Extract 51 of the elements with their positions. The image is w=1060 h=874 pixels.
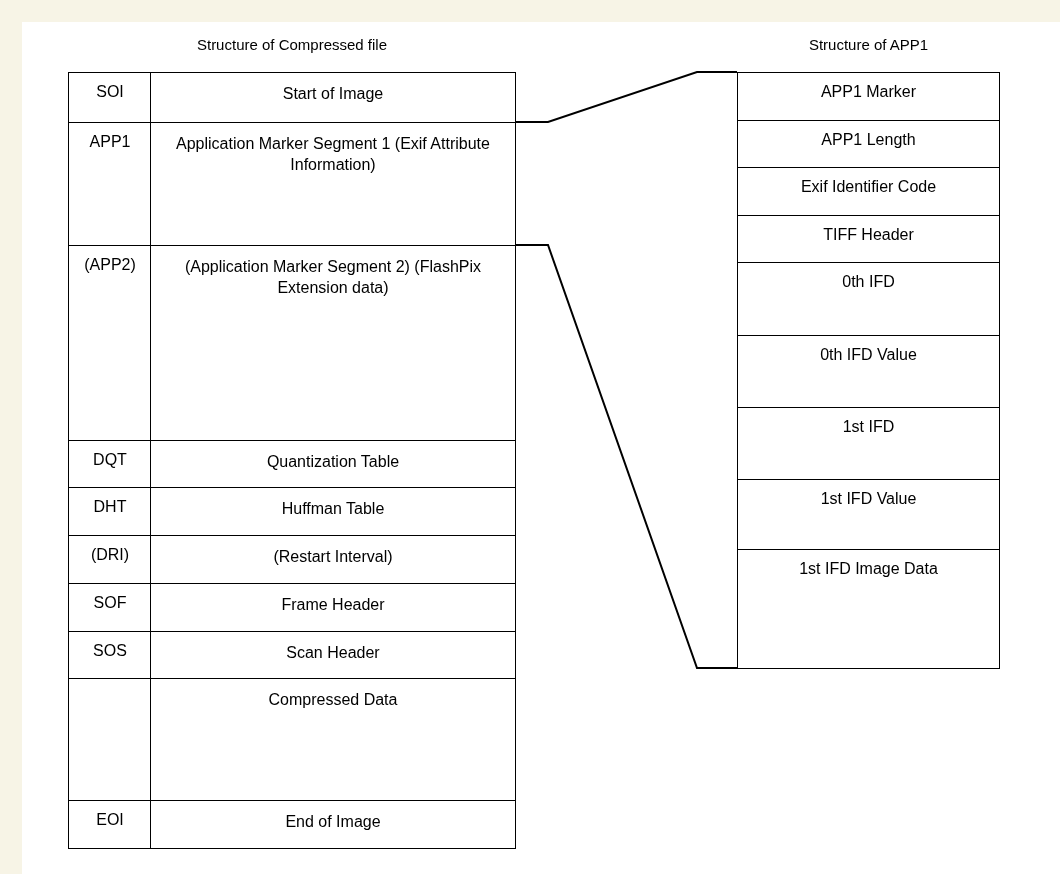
table-row [68,800,516,849]
table-row [737,262,1000,336]
segment-name: Start of Image [281,84,385,104]
marker-code: DQT [92,451,128,469]
table-row [68,122,516,246]
table-title: Structure of APP1 [807,36,930,53]
field-name: 1st IFD Value [819,490,918,508]
expansion-line [515,71,738,123]
marker-code: (DRI) [89,546,131,564]
marker-code: SOF [92,594,128,612]
table-row [68,631,516,679]
segment-name: Frame Header [280,595,386,615]
table-row [68,440,516,488]
table-row [68,72,516,123]
field-name: 1st IFD Image Data [798,560,939,578]
table-row [68,487,516,536]
table-title: Structure of Compressed file [195,36,389,53]
segment-name: (Restart Interval) [272,547,394,567]
table-row [737,335,1000,408]
marker-code: APP1 [88,133,132,151]
table-row [68,245,516,441]
expansion-line [515,244,738,669]
segment-name: Quantization Table [265,452,401,472]
table-row [737,549,1000,669]
segment-name: Huffman Table [280,499,386,519]
marker-code: (APP2) [83,256,137,274]
field-name: 0th IFD Value [819,346,918,364]
segment-name: Application Marker Segment 1 (Exif Attribute Information) [175,134,491,175]
table-row [737,72,1000,121]
table-row [737,479,1000,550]
table-row [737,215,1000,263]
table-row [737,407,1000,480]
marker-code: SOI [95,83,125,101]
field-name: Exif Identifier Code [799,178,938,196]
field-name: 0th IFD [841,273,896,291]
field-name: 1st IFD [841,418,896,436]
field-name: APP1 Length [820,131,917,149]
marker-code: EOI [95,811,125,829]
table-row [68,535,516,584]
table-row [68,583,516,632]
marker-code: DHT [92,498,128,516]
field-name: TIFF Header [822,226,915,244]
table-row [737,120,1000,168]
table-row [68,678,516,801]
table-row [737,167,1000,216]
field-name: APP1 Marker [819,83,918,101]
segment-name: End of Image [284,812,382,832]
segment-name: Scan Header [285,643,381,663]
marker-code: SOS [92,642,128,660]
segment-name: (Application Marker Segment 2) (FlashPix Extension data) [183,257,483,298]
segment-name: Compressed Data [267,690,399,710]
